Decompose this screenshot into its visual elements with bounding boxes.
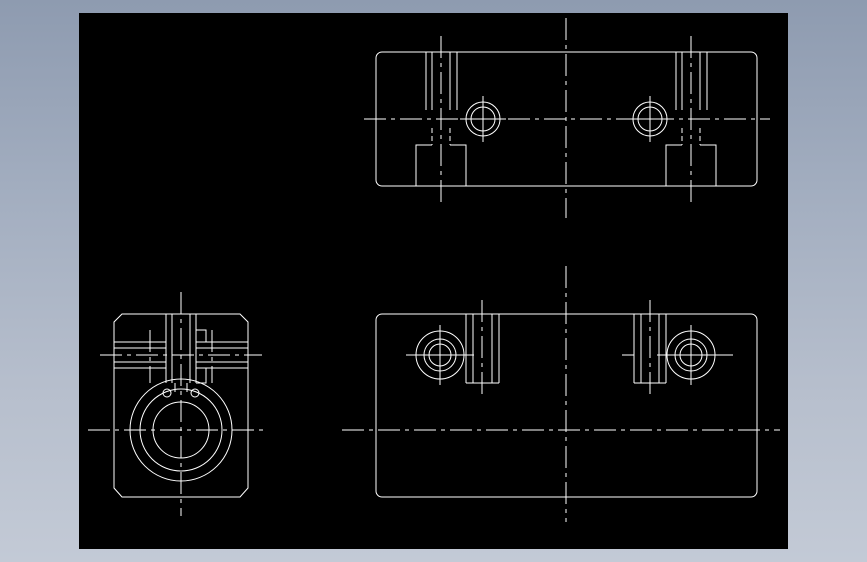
- top-view-left-hole: [460, 96, 506, 142]
- side-view-bore: [129, 378, 233, 482]
- side-view-bolt-channels: [114, 314, 248, 384]
- top-view: [364, 18, 770, 218]
- front-view-left-boss: [406, 300, 500, 396]
- top-view-right-bolt-hole: [665, 36, 717, 202]
- side-view: [88, 292, 268, 516]
- front-view: [342, 266, 780, 522]
- top-view-right-hole: [627, 96, 673, 142]
- drawing-viewport[interactable]: [79, 13, 788, 549]
- front-view-right-boss: [622, 300, 733, 396]
- top-view-left-bolt-hole: [415, 36, 467, 202]
- side-view-outline: [113, 313, 249, 498]
